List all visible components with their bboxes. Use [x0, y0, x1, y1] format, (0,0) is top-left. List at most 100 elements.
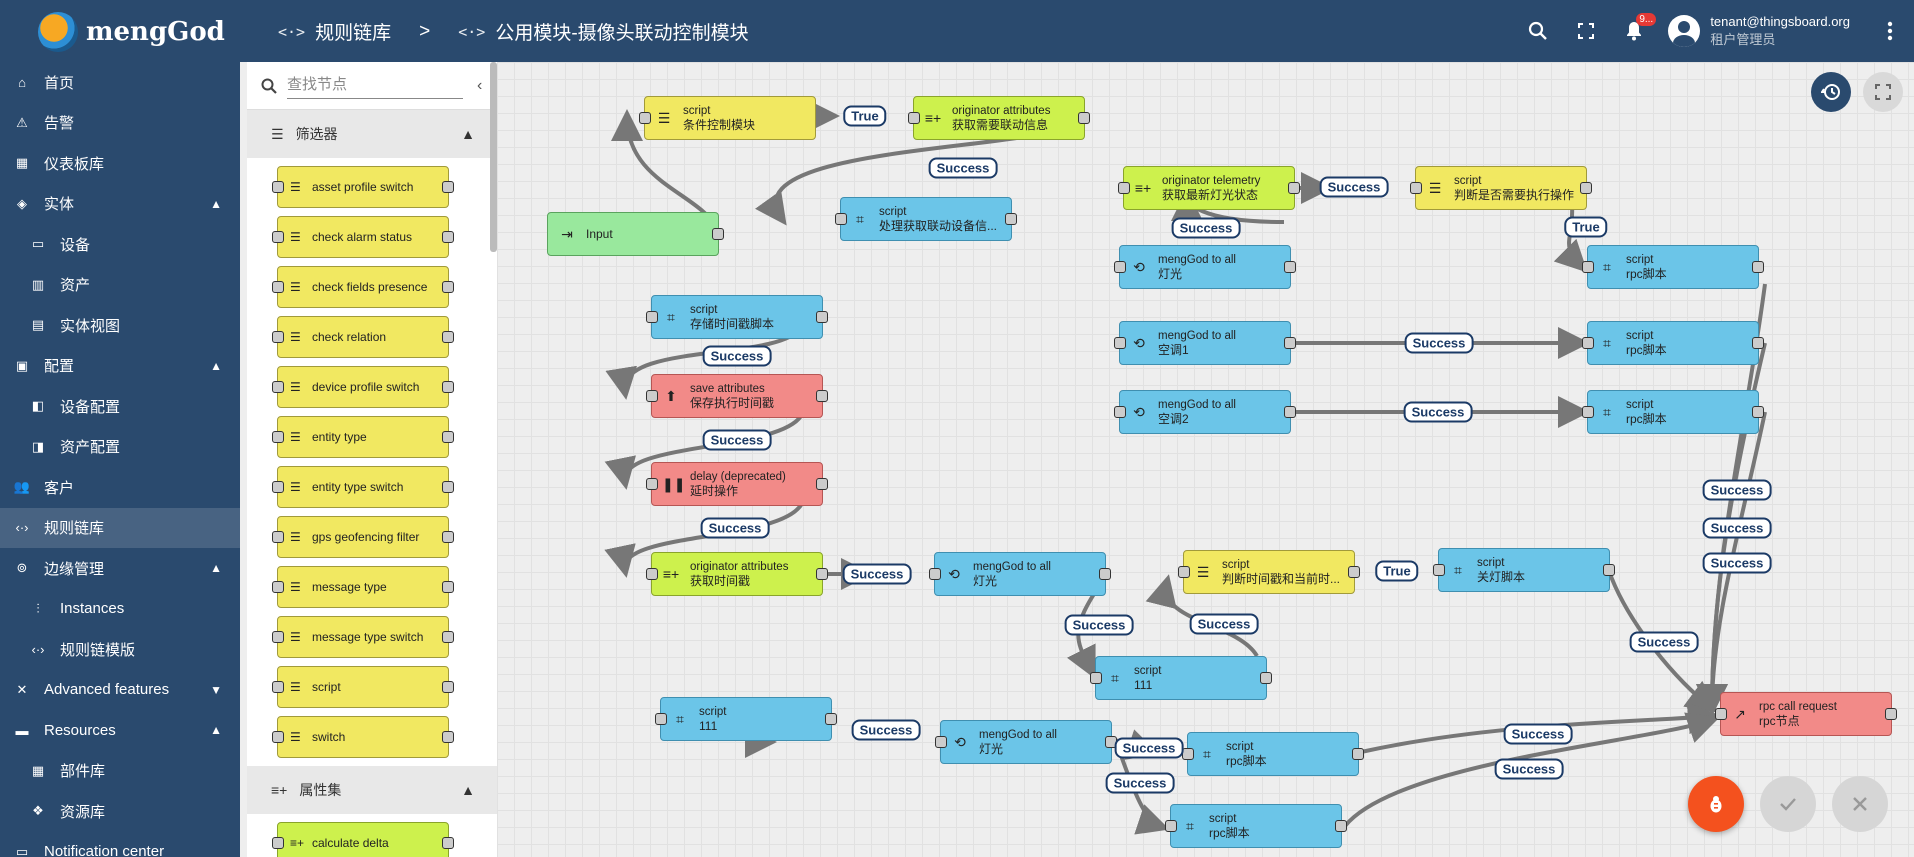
library-filter-node-3[interactable]: ☰check relation [272, 316, 454, 358]
notifications-icon[interactable]: 9... [1610, 7, 1658, 55]
input-port[interactable] [1582, 406, 1594, 418]
output-port[interactable] [1580, 182, 1592, 194]
link-label[interactable]: Success [842, 563, 912, 585]
output-port[interactable] [816, 568, 828, 580]
version-history-button[interactable] [1811, 72, 1851, 112]
library-filter-node-6[interactable]: ☰entity type switch [272, 466, 454, 508]
output-port[interactable] [1005, 213, 1017, 225]
output-port[interactable] [1284, 261, 1296, 273]
output-port[interactable] [816, 390, 828, 402]
input-port[interactable] [908, 112, 920, 124]
link-label[interactable]: Success [1064, 614, 1134, 636]
output-port[interactable] [1348, 566, 1360, 578]
chevron-left-icon[interactable]: ‹ [477, 76, 483, 94]
input-port[interactable] [1114, 406, 1126, 418]
link-label[interactable]: Success [702, 429, 772, 451]
node-input[interactable]: ⇥Input [547, 212, 724, 256]
attributes-section-header[interactable]: ≡+ 属性集 ▲ [247, 766, 497, 814]
nav-rule-chains[interactable]: ‹·›规则链库 [0, 507, 240, 548]
link-label[interactable]: Success [1105, 772, 1175, 794]
input-port[interactable] [1582, 261, 1594, 273]
input-port[interactable] [1410, 182, 1422, 194]
canvas-fullscreen-button[interactable] [1863, 72, 1903, 112]
input-port[interactable] [1114, 261, 1126, 273]
nav-entity-view[interactable]: ▤实体视图 [31, 317, 121, 335]
link-label[interactable]: Success [1702, 517, 1772, 539]
node-delay[interactable]: ❚❚delay (deprecated)延时操作 [646, 462, 828, 506]
user-menu[interactable]: tenant@thingsboard.org 租户管理员 [1668, 13, 1850, 49]
nav-dashboards[interactable]: ▦仪表板库 [15, 155, 105, 173]
output-port[interactable] [816, 478, 828, 490]
nav-asset-profiles[interactable]: ◨资产配置 [31, 438, 121, 457]
link-label[interactable]: Success [1319, 176, 1389, 198]
link-label[interactable]: Success [1189, 613, 1259, 635]
nav-widget-library[interactable]: ▦部件库 [31, 762, 106, 781]
nav-alarm[interactable]: ⚠告警 [0, 103, 240, 144]
link-label[interactable]: Success [1404, 332, 1474, 354]
input-port[interactable] [1118, 182, 1130, 194]
search-icon[interactable] [1514, 7, 1562, 55]
nav-resource-library[interactable]: ❖资源库 [0, 791, 240, 832]
nav-resources[interactable]: ▬Resources▲ [15, 721, 223, 739]
output-port[interactable] [1099, 568, 1111, 580]
output-port[interactable] [1885, 708, 1897, 720]
library-filter-node-9[interactable]: ☰message type switch [272, 616, 454, 658]
node-search-input[interactable]: 查找节点 [287, 73, 463, 99]
output-port[interactable] [1284, 337, 1296, 349]
nav-customers[interactable]: 👥客户 [13, 479, 75, 497]
link-label[interactable]: True [843, 105, 887, 127]
input-port[interactable] [1715, 708, 1727, 720]
input-port[interactable] [1178, 566, 1190, 578]
output-port[interactable] [1078, 112, 1090, 124]
link-label[interactable]: Success [1494, 758, 1564, 780]
nav-device-profiles[interactable]: ◧设备配置 [31, 398, 121, 416]
output-port[interactable] [1335, 820, 1347, 832]
library-filter-node-5[interactable]: ☰entity type [272, 416, 454, 458]
revert-changes-button[interactable] [1832, 776, 1888, 832]
apply-changes-button[interactable] [1760, 776, 1816, 832]
nav-edge[interactable]: ⊚边缘管理▲ [0, 548, 240, 589]
link-label[interactable]: Success [1629, 631, 1699, 653]
nav-rule-chain-templates[interactable]: ‹·›规则链模版 [31, 641, 136, 659]
input-port[interactable] [646, 478, 658, 490]
input-port[interactable] [1114, 337, 1126, 349]
nav-entities[interactable]: ◈实体▲ [0, 184, 240, 225]
link-label[interactable]: Success [1702, 552, 1772, 574]
link-label[interactable]: True [1375, 560, 1419, 582]
nav-assets[interactable]: ▥资产 [31, 276, 91, 295]
input-port[interactable] [646, 390, 658, 402]
library-filter-node-8[interactable]: ☰message type [272, 566, 454, 608]
nav-advanced[interactable]: ✕Advanced features▼ [0, 670, 240, 711]
fullscreen-icon[interactable] [1562, 7, 1610, 55]
nav-notification-center[interactable]: ▭Notification center [0, 832, 240, 857]
link-label[interactable]: Success [851, 719, 921, 741]
filter-section-header[interactable]: ☰ 筛选器 ▲ [247, 110, 497, 158]
input-port[interactable] [929, 568, 941, 580]
input-port[interactable] [835, 213, 847, 225]
breadcrumb-rule-chains[interactable]: 规则链库 [315, 23, 392, 44]
library-filter-node-2[interactable]: ☰check fields presence [272, 266, 454, 308]
output-port[interactable] [1752, 337, 1764, 349]
input-port[interactable] [646, 311, 658, 323]
output-port[interactable] [1752, 406, 1764, 418]
output-port[interactable] [1752, 261, 1764, 273]
nav-devices[interactable]: ▭设备 [31, 236, 91, 254]
link-label[interactable]: Success [1171, 217, 1241, 239]
